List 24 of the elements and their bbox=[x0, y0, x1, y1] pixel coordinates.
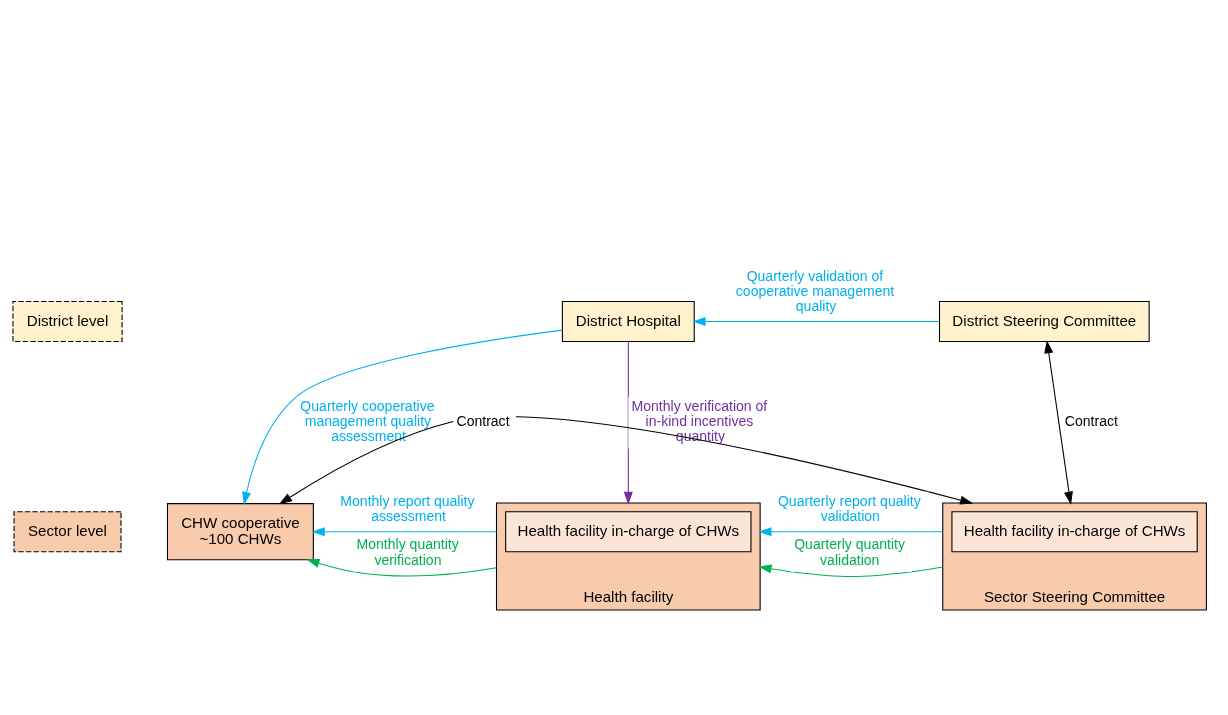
node-box: District Hospital bbox=[561, 300, 695, 342]
edge-label: Quarterly validation of cooperative management quality bbox=[735, 267, 895, 314]
edge-label: Quarterly report quality validation bbox=[777, 492, 921, 524]
edge-label: Monthly report quality assessment bbox=[340, 492, 475, 524]
arrow bbox=[758, 563, 944, 577]
edge-label: Quarterly cooperative management quality assessment bbox=[300, 397, 435, 444]
node-box: Sector level bbox=[13, 510, 122, 552]
arrow bbox=[758, 526, 944, 536]
node-box: Health facility in-charge of CHWs bbox=[505, 510, 752, 552]
arrow bbox=[311, 526, 498, 536]
arrow bbox=[692, 316, 940, 326]
edge-label: Contract bbox=[456, 412, 510, 429]
node-box: Health facility in-charge of CHWs bbox=[951, 510, 1198, 552]
edge-label: Quarterly quantity validation bbox=[794, 535, 905, 568]
arrow bbox=[279, 415, 974, 505]
arrow bbox=[242, 329, 563, 505]
edge-label: Contract bbox=[1064, 412, 1118, 429]
node-box: CHW cooperative ~100 CHWs bbox=[166, 502, 314, 560]
node-box: District level bbox=[12, 300, 123, 342]
edge-label: Monthly verification of in-kind incentives quantity bbox=[631, 397, 768, 444]
arrow bbox=[1044, 339, 1073, 505]
node-box: District Steering Committee bbox=[938, 300, 1150, 342]
arrow bbox=[306, 558, 498, 577]
edge-label: Monthly quantity verification bbox=[356, 535, 459, 568]
